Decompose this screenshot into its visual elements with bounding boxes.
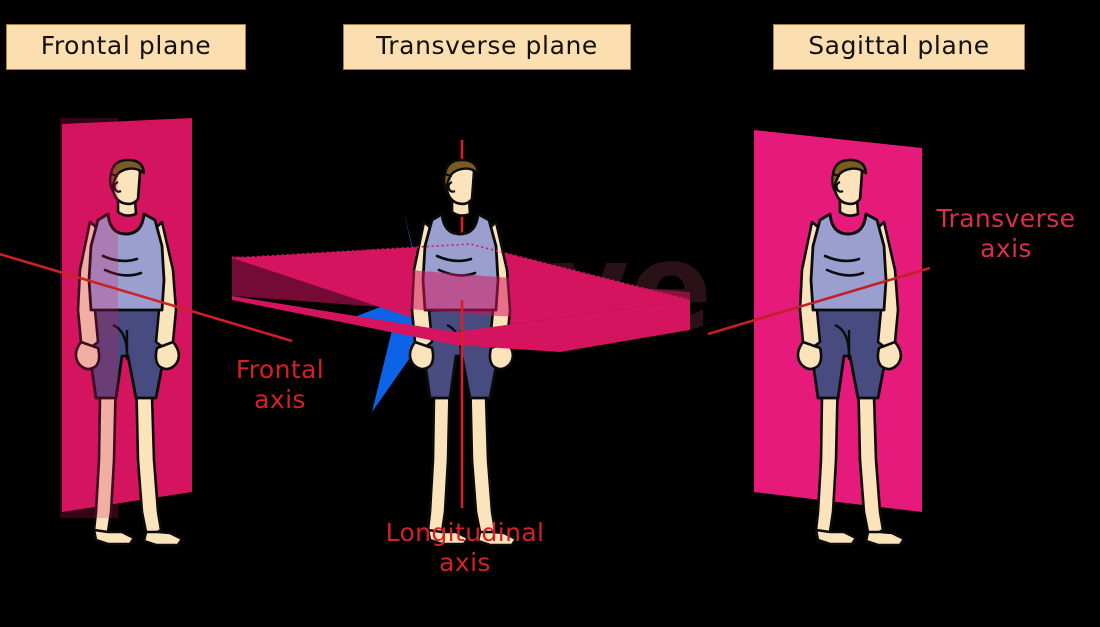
transverse-axis-line (707, 266, 931, 336)
panel-transverse (231, 140, 691, 547)
frontal-axis-line (0, 252, 293, 343)
transverse-plane-front-left (232, 296, 455, 345)
axis-label-longitudinal: Longitudinal axis (385, 518, 545, 577)
panel-sagittal (707, 130, 931, 547)
axis-label-frontal: Frontal axis (235, 355, 325, 414)
plane-label-sagittal: Sagittal plane (773, 24, 1025, 70)
frontal-plane-body-tint (60, 118, 118, 518)
plane-label-frontal: Frontal plane (6, 24, 246, 70)
panel-frontal (0, 118, 293, 547)
transverse-plane-body-band (232, 256, 690, 330)
axis-label-transverse: Transverse axis (936, 204, 1076, 263)
plane-label-transverse: Transverse plane (343, 24, 631, 70)
